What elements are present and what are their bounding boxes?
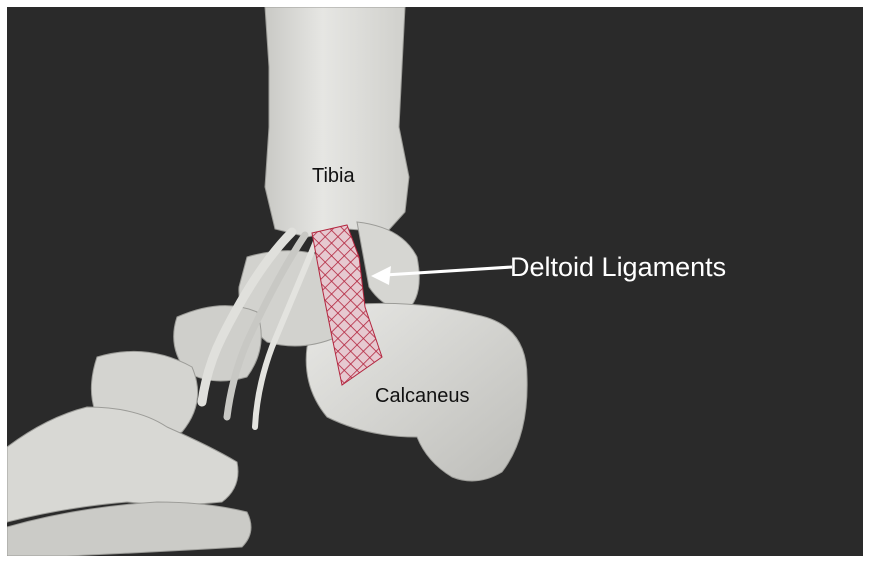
deltoid-ligaments-label: Deltoid Ligaments: [510, 252, 726, 283]
tibia-bone: [265, 7, 409, 237]
anatomy-figure: [7, 7, 863, 556]
medial-malleolus: [357, 222, 419, 312]
tibia-label: Tibia: [312, 165, 355, 188]
ankle-illustration: [7, 7, 863, 556]
calcaneus-label: Calcaneus: [375, 385, 470, 408]
